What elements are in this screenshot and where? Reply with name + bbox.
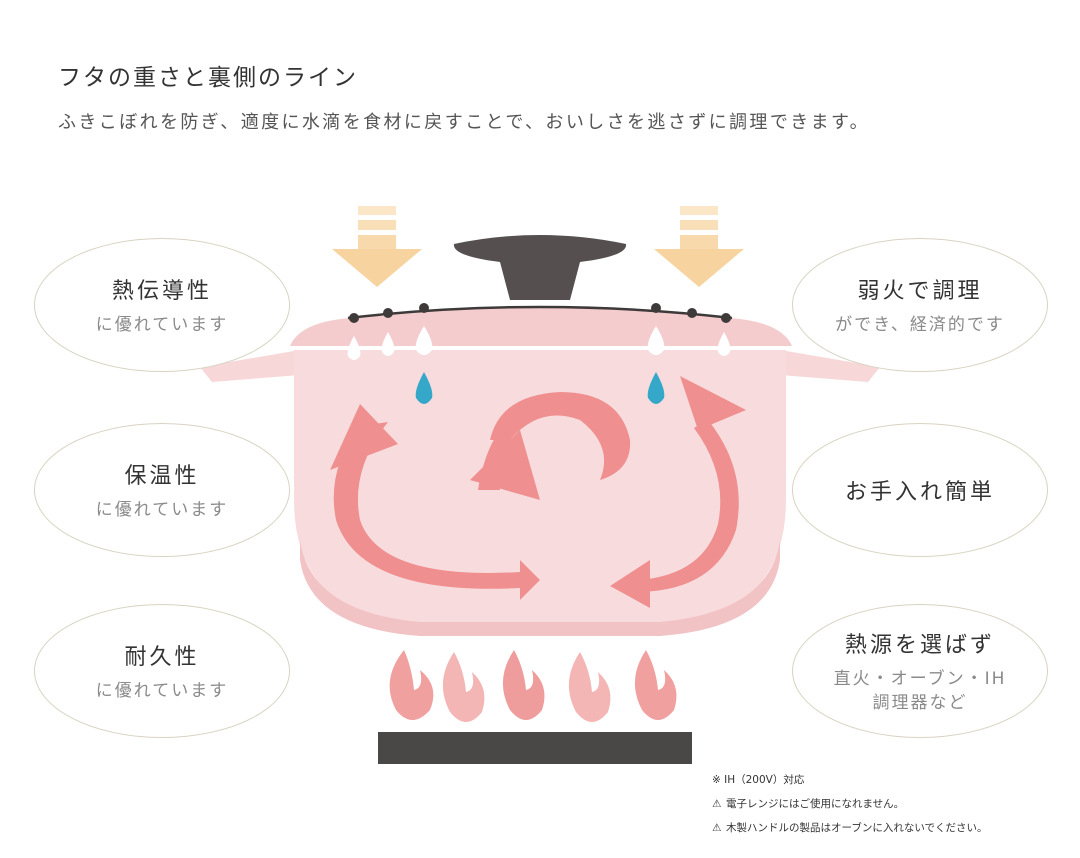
note-microwave: ⚠電子レンジにはご使用になれません。 [712, 792, 988, 816]
feature-title: 保温性 [124, 464, 200, 489]
water-drops [347, 326, 731, 404]
feature-heat-retention: 保温性 に優れています [34, 423, 290, 557]
note-oven: ⚠木製ハンドルの製品はオーブンに入れないでください。 [712, 816, 988, 840]
page-subtitle: ふきこぼれを防ぎ、適度に水滴を食材に戻すことで、おいしさを逃さずに調理できます。 [58, 112, 871, 133]
feature-desc-line2: 調理器など [872, 693, 968, 713]
feature-desc: に優れています [95, 681, 229, 701]
stove-burner [378, 732, 692, 764]
feature-desc: ができ、経済的です [835, 315, 1005, 335]
pot-lid [290, 303, 792, 346]
lid-pressure-arrow-right [654, 206, 744, 287]
pot-body [200, 350, 880, 636]
feature-durability: 耐久性 に優れています [34, 604, 290, 738]
feature-title: 熱伝導性 [111, 279, 212, 304]
page-title: フタの重さと裏側のライン [58, 65, 358, 91]
warning-icon: ⚠ [712, 822, 722, 834]
footnotes: ※ IH（200V）対応 ⚠電子レンジにはご使用になれません。 ⚠木製ハンドルの… [712, 768, 988, 840]
stove-flames [389, 650, 677, 722]
feature-desc: に優れています [95, 315, 229, 335]
feature-low-heat-cooking: 弱火で調理 ができ、経済的です [792, 238, 1048, 372]
lid-pressure-arrow-left [332, 206, 422, 287]
feature-any-heat-source: 熱源を選ばず 直火・オーブン・IH 調理器など [792, 604, 1048, 738]
feature-desc-line1: 直火・オーブン・IH [833, 669, 1007, 689]
feature-desc: に優れています [95, 500, 229, 520]
feature-easy-care: お手入れ簡単 [792, 423, 1048, 557]
feature-title: お手入れ簡単 [844, 480, 995, 505]
feature-title: 弱火で調理 [857, 279, 983, 304]
lid-knob [453, 235, 627, 300]
warning-icon: ⚠ [712, 798, 722, 810]
feature-title: 耐久性 [124, 645, 200, 670]
note-ih: ※ IH（200V）対応 [712, 774, 805, 786]
feature-desc: 直火・オーブン・IH 調理器など [834, 667, 1007, 715]
feature-thermal-conductivity: 熱伝導性 に優れています [34, 238, 290, 372]
feature-title: 熱源を選ばず [844, 633, 995, 658]
circulation-arrows [330, 376, 746, 608]
